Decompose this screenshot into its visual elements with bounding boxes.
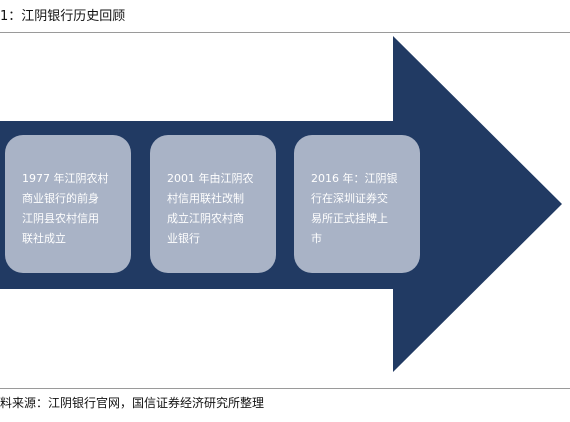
timeline-card-2016: 2016 年：江阴银 行在深圳证券交 易所正式挂牌上 市 [294, 135, 420, 273]
card-text-line: 业银行 [167, 232, 200, 245]
card-text-line: 市 [311, 232, 322, 245]
bottom-divider [0, 388, 570, 389]
timeline-arrow [0, 36, 562, 372]
card-text-line: 1977 年江阴农村 [22, 172, 109, 185]
card-text-line: 江阴县农村信用 [22, 212, 99, 225]
card-text-line: 2016 年：江阴银 [311, 172, 398, 185]
timeline-card-2001: 2001 年由江阴农 村信用联社改制 成立江阴农村商 业银行 [150, 135, 276, 273]
card-text-line: 2001 年由江阴农 [167, 172, 254, 185]
card-text-line: 易所正式挂牌上 [311, 212, 388, 225]
top-divider [0, 32, 570, 33]
card-text-line: 商业银行的前身 [22, 192, 99, 205]
card-text-line: 村信用联社改制 [167, 192, 244, 205]
card-text-line: 行在深圳证券交 [311, 192, 388, 205]
timeline-card-1977: 1977 年江阴农村 商业银行的前身 江阴县农村信用 联社成立 [5, 135, 131, 273]
arrow-shape [0, 36, 562, 372]
source-note: 料来源：江阴银行官网，国信证券经济研究所整理 [0, 396, 265, 410]
card-text-line: 成立江阴农村商 [167, 212, 244, 225]
card-text-line: 联社成立 [22, 232, 66, 245]
figure-title: 1：江阴银行历史回顾 [0, 9, 126, 24]
